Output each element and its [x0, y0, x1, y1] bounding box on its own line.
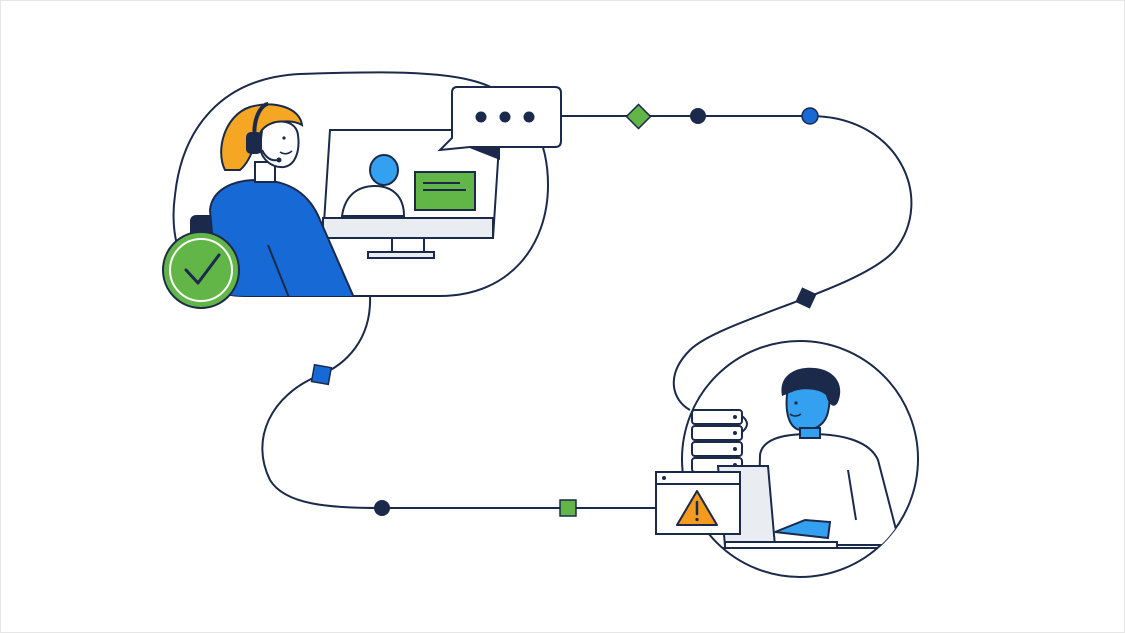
warning-window [655, 471, 741, 535]
path-markers [310, 103, 819, 517]
check-circle-icon [162, 231, 240, 309]
developer-hair [781, 367, 841, 406]
navy-dot-marker [690, 108, 706, 124]
green-diamond-marker [625, 103, 652, 130]
monitor [321, 129, 502, 259]
agent-face [258, 120, 300, 169]
green-square-marker [559, 499, 577, 517]
blue-dot-marker [801, 107, 819, 125]
blue-square-marker [310, 363, 333, 386]
developer-scene [681, 340, 919, 578]
headset-icon [246, 102, 282, 163]
navy-diamond-marker [795, 287, 817, 309]
warning-icon [676, 490, 718, 526]
connector-path [261, 115, 913, 509]
navy-dot-marker-bottom [374, 500, 390, 516]
chat-bubble-icon [437, 86, 562, 152]
server-stack [691, 409, 748, 473]
